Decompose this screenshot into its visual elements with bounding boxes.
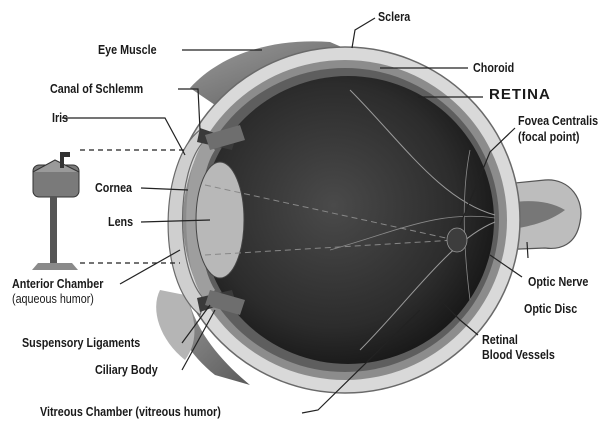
label-retinal-blood-vessels-line2: Blood Vessels bbox=[482, 348, 555, 362]
label-optic-nerve: Optic Nerve bbox=[528, 275, 588, 289]
mailbox-figure bbox=[32, 152, 79, 270]
label-fovea-centralis-note: (focal point) bbox=[518, 130, 580, 144]
label-optic-disc: Optic Disc bbox=[524, 302, 577, 316]
label-sclera: Sclera bbox=[378, 10, 410, 24]
label-canal-of-schlemm: Canal of Schlemm bbox=[50, 82, 143, 96]
label-suspensory-ligaments: Suspensory Ligaments bbox=[22, 336, 140, 350]
label-ciliary-body: Ciliary Body bbox=[95, 363, 158, 377]
label-choroid: Choroid bbox=[473, 61, 514, 75]
fovea-mark bbox=[447, 228, 467, 252]
label-lens: Lens bbox=[108, 215, 133, 229]
vitreous-body bbox=[202, 76, 494, 364]
label-cornea: Cornea bbox=[95, 181, 132, 195]
label-retinal-blood-vessels-line1: Retinal bbox=[482, 333, 518, 347]
label-vitreous-chamber: Vitreous Chamber (vitreous humor) bbox=[40, 405, 221, 419]
label-anterior-chamber-note: (aqueous humor) bbox=[12, 292, 94, 306]
label-eye-muscle: Eye Muscle bbox=[98, 43, 157, 57]
label-retina: RETINA bbox=[489, 88, 551, 102]
label-anterior-chamber: Anterior Chamber bbox=[12, 277, 103, 291]
label-fovea-centralis: Fovea Centralis bbox=[518, 114, 598, 128]
label-iris: Iris bbox=[52, 111, 68, 125]
